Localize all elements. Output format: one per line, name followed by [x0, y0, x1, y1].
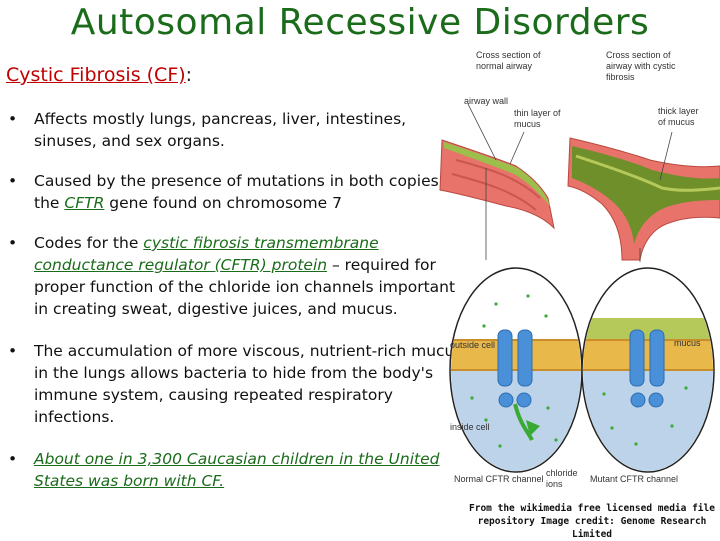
normal-channel-left — [497, 329, 513, 387]
normal-airway-wall — [439, 139, 555, 230]
label-mutant-channel: Mutant CFTR channel — [590, 474, 679, 484]
mutant-channel-domain — [648, 392, 664, 408]
mutant-inside-cell — [583, 370, 713, 471]
bullet-mucus: • The accumulation of more viscous, nutr… — [6, 340, 466, 428]
label-airway-wall: airway wall — [464, 96, 509, 106]
bullet-glyph: • — [8, 342, 18, 360]
bullet-glyph: • — [8, 234, 18, 252]
bullet-text-pre: Codes for the — [34, 234, 144, 252]
subtitle-text: Cystic Fibrosis (CF) — [6, 64, 186, 86]
callout-thin-mucus — [509, 131, 525, 165]
label-inside-cell: inside cell — [450, 422, 490, 432]
normal-channel-right — [517, 329, 533, 387]
callout-airway-wall — [467, 103, 497, 161]
bullet-text: Affects mostly lungs, pancreas, liver, i… — [34, 110, 407, 150]
chloride-flow-arrow — [513, 403, 534, 441]
bullet-glyph: • — [8, 110, 18, 128]
mutant-mucus — [583, 318, 713, 340]
mutant-channel-right — [649, 329, 665, 387]
cftr-protein-link[interactable]: cystic fibrosis transmembrane conductanc… — [34, 234, 379, 274]
mutant-channel-left — [629, 329, 645, 387]
normal-airway-stripes — [451, 159, 541, 211]
cftr-airway-figure: Cross section of normal airway Cross sec… — [436, 48, 720, 498]
normal-membrane — [451, 340, 581, 370]
cftr-gene-link[interactable]: CFTR — [64, 194, 105, 212]
bullet-text: The accumulation of more viscous, nutrie… — [34, 342, 463, 426]
label-normal-airway: Cross section of normal airway — [476, 50, 541, 71]
bullet-text-post: – required for proper function of the ch… — [34, 256, 456, 318]
chloride-arrowhead — [526, 420, 540, 436]
normal-airway-mucus — [444, 142, 550, 206]
bullet-statistic: • About one in 3,300 Caucasian children … — [6, 448, 466, 492]
cf-airway-mucus-highlight — [575, 154, 720, 192]
label-chloride-ions: chloride ions — [546, 468, 578, 489]
mutant-channel-domain — [630, 392, 646, 408]
bullet-glyph: • — [8, 172, 18, 190]
label-outside-cell: outside cell — [450, 340, 496, 350]
statistic-link[interactable]: About one in 3,300 Caucasian children in… — [34, 450, 440, 490]
cf-airway-mucus — [572, 146, 720, 244]
label-mucus: mucus — [674, 338, 701, 348]
bullet-glyph: • — [8, 450, 18, 468]
slide-title: Autosomal Recessive Disorders — [70, 2, 650, 43]
chloride-dots — [470, 286, 558, 448]
bullet-list: • Affects mostly lungs, pancreas, liver,… — [6, 108, 466, 492]
label-cf-airway: Cross section of airway with cystic fibr… — [606, 50, 676, 82]
airway-diagram — [439, 103, 720, 473]
label-normal-channel: Normal CFTR channel — [454, 474, 544, 484]
label-thick-mucus: thick layer of mucus — [658, 106, 699, 127]
slide-subtitle: Cystic Fibrosis (CF): — [6, 64, 192, 86]
label-thin-mucus: thin layer of mucus — [514, 108, 561, 129]
subtitle-colon: : — [185, 64, 193, 86]
bullet-text-post: gene found on chromosome 7 — [104, 194, 342, 212]
normal-channel-domain — [498, 392, 514, 408]
bullet-protein: • Codes for the cystic fibrosis transmem… — [6, 232, 466, 320]
callout-thick-mucus — [659, 131, 673, 181]
mutant-membrane — [583, 340, 713, 370]
bullet-text-pre: Caused by the presence of mutations in b… — [34, 172, 459, 212]
bullet-organs: • Affects mostly lungs, pancreas, liver,… — [6, 108, 466, 152]
image-credit: From the wikimedia free licensed media f… — [469, 503, 715, 540]
normal-channel-domain — [516, 392, 532, 408]
bullet-cause: • Caused by the presence of mutations in… — [6, 170, 466, 214]
